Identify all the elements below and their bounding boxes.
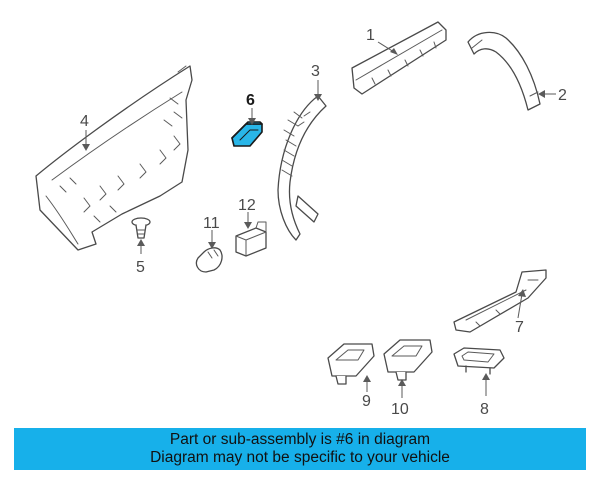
part-5-clip[interactable] <box>131 217 151 239</box>
callout-3: 3 <box>311 63 320 80</box>
callout-9: 9 <box>362 393 371 410</box>
part-3-garnish[interactable] <box>277 95 327 241</box>
part-4-side-panel[interactable] <box>35 65 193 251</box>
banner-line-2: Diagram may not be specific to your vehi… <box>150 449 450 466</box>
callout-5: 5 <box>136 259 145 276</box>
callout-11: 11 <box>203 215 220 232</box>
leader-lines <box>82 41 556 398</box>
parts-diagram: 1 2 3 4 5 6 7 8 9 10 11 12 <box>35 21 567 418</box>
part-1-trim-strip[interactable] <box>351 21 447 95</box>
callout-10: 10 <box>391 401 409 418</box>
callout-labels: 1 2 3 4 5 6 7 8 9 10 11 12 <box>80 27 567 418</box>
banner-line-1: Part or sub-assembly is #6 in diagram <box>169 431 431 448</box>
part-2-pillar-cover[interactable] <box>467 31 541 111</box>
callout-7: 7 <box>515 319 524 336</box>
part-11-bulb[interactable] <box>195 247 223 273</box>
part-6-clip-highlighted[interactable] <box>231 121 263 147</box>
callout-4: 4 <box>80 113 89 130</box>
callout-12: 12 <box>238 197 256 214</box>
part-9-housing[interactable] <box>327 343 375 385</box>
part-8-lamp[interactable] <box>453 347 505 375</box>
callout-8: 8 <box>480 401 489 418</box>
part-12-socket[interactable] <box>235 221 267 257</box>
callout-2: 2 <box>558 87 567 104</box>
callout-6: 6 <box>246 92 255 109</box>
part-7-bracket[interactable] <box>453 269 547 333</box>
info-banner: Part or sub-assembly is #6 in diagram Di… <box>14 428 586 470</box>
callout-1: 1 <box>366 27 375 44</box>
part-10-housing[interactable] <box>383 339 433 381</box>
